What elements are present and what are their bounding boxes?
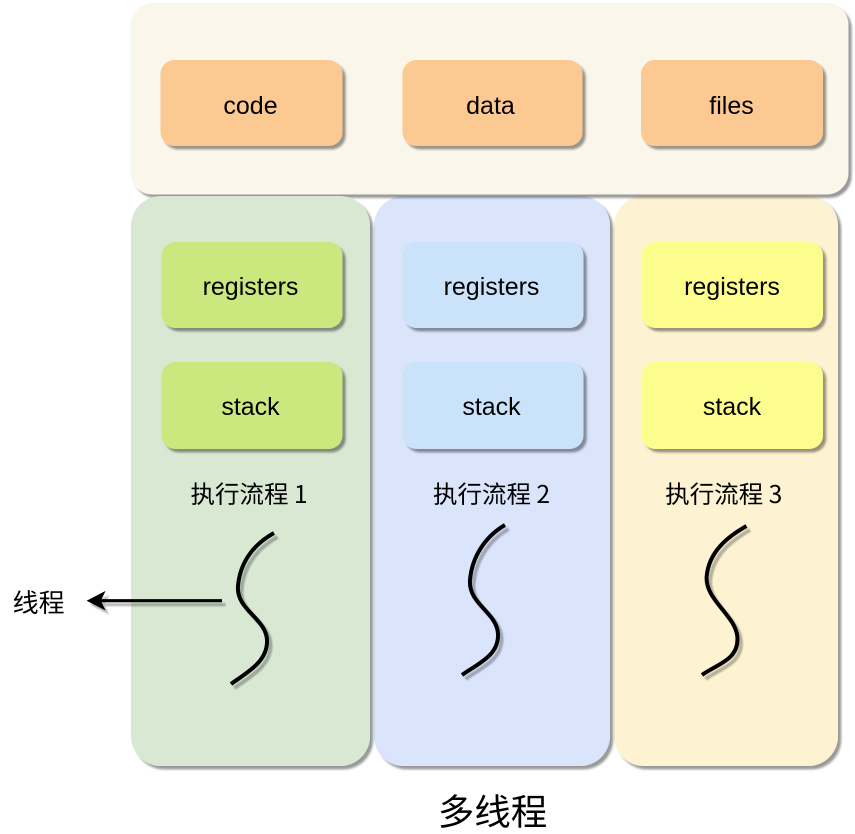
svg-text:data: data <box>466 92 515 120</box>
svg-text:stack: stack <box>462 393 521 421</box>
svg-text:registers: registers <box>684 273 780 301</box>
svg-text:registers: registers <box>444 273 540 301</box>
svg-text:code: code <box>223 92 277 120</box>
svg-text:registers: registers <box>203 273 299 301</box>
svg-text:files: files <box>709 92 753 120</box>
svg-text:stack: stack <box>703 393 762 421</box>
svg-text:stack: stack <box>221 393 280 421</box>
